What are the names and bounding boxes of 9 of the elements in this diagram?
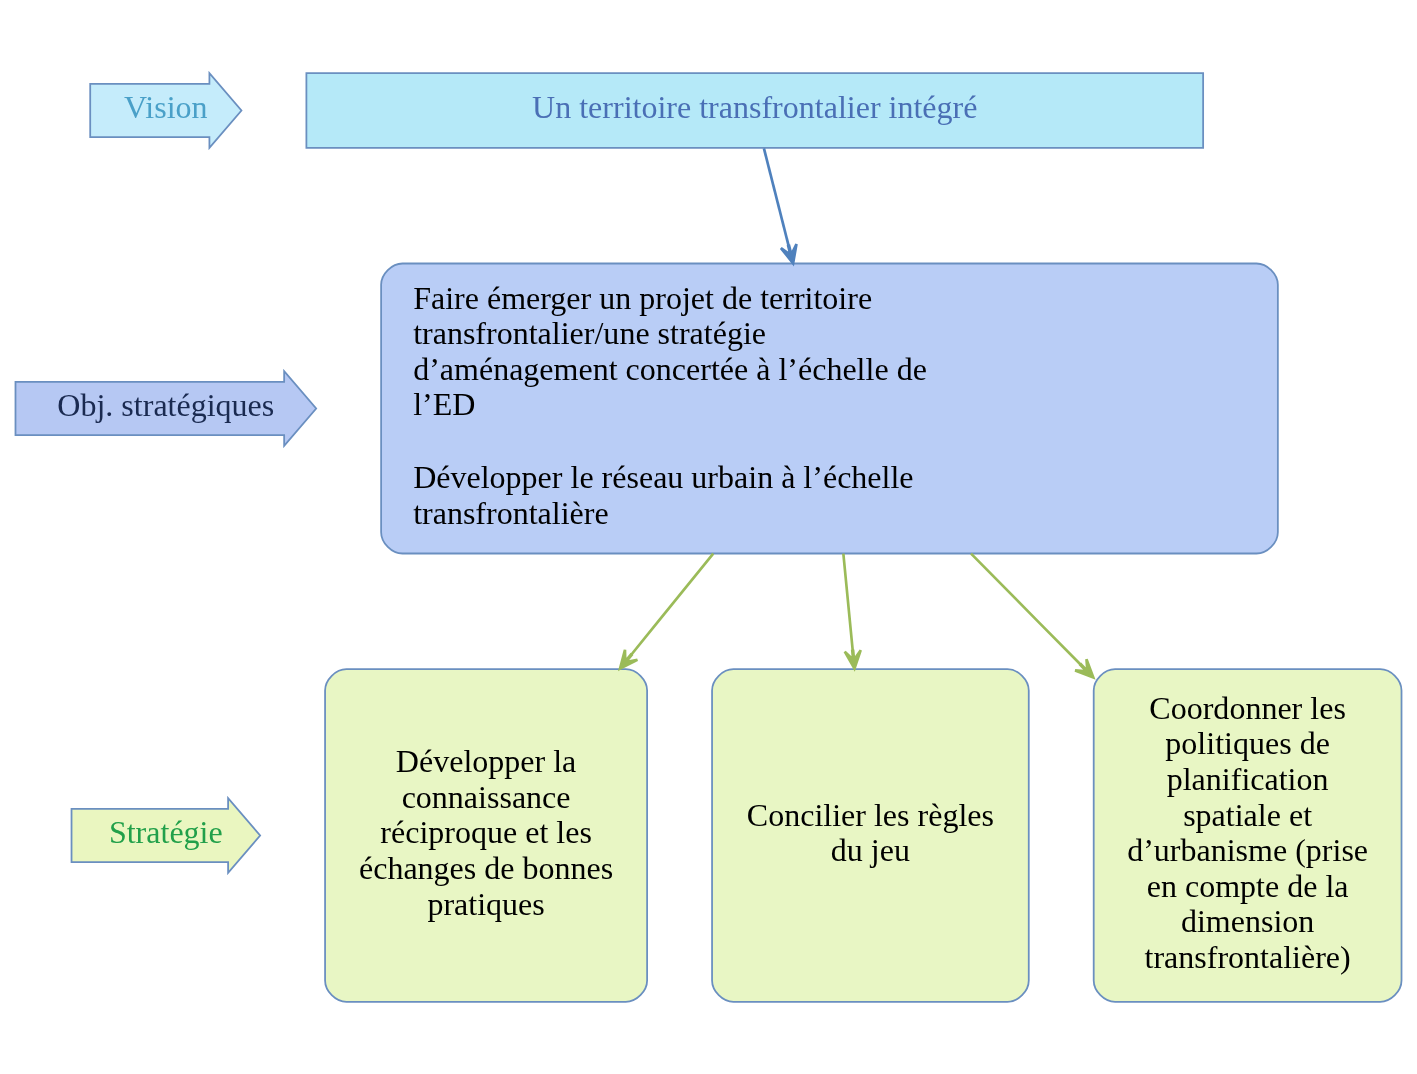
node-box: Développer la connaissance réciproque et les échanges de bonnes pratiques — [324, 667, 648, 1003]
arrow — [618, 552, 715, 670]
node-box: Un territoire transfrontalier intégré — [305, 71, 1205, 149]
arrow — [970, 552, 1095, 679]
node-box: Concilier les règles du jeu — [711, 667, 1030, 1003]
arrow — [842, 553, 863, 670]
arrow — [762, 147, 798, 265]
node-box: Faire émerger un projet de territoire transfrontalier/une stratégie d’aménagement concertée à l’échelle de l’ED Développer le réseau urbain à l’échelle transfrontalière — [380, 262, 1279, 554]
node-box: Coordonner les politiques de planification spatiale et d’urbanisme (prise en compte de la dimension transfrontalière) — [1092, 667, 1403, 1003]
